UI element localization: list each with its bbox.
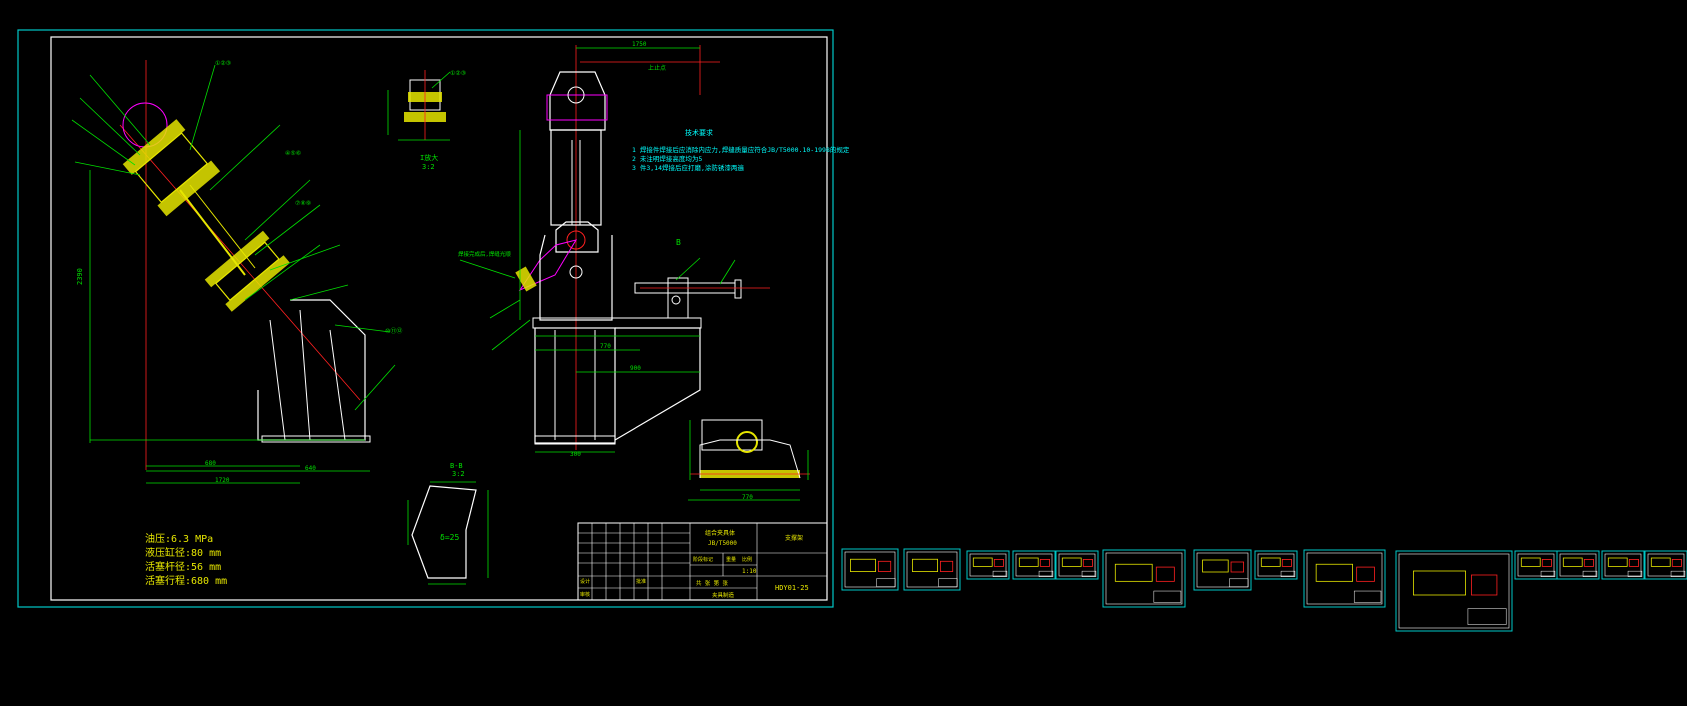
title-drawing-no: HDY01-25	[775, 584, 809, 592]
title-scale: 1:10	[742, 568, 757, 575]
svg-text:1750: 1750	[632, 41, 647, 48]
svg-text:770: 770	[742, 494, 753, 501]
svg-text:900: 900	[630, 365, 641, 372]
svg-text:④⑤⑥: ④⑤⑥	[285, 150, 301, 157]
detail-1-scale: 3:2	[422, 163, 435, 171]
weld-note: 焊接完成后,焊缝光顺	[458, 250, 511, 258]
layout-thumbnail-12[interactable]	[1556, 550, 1600, 580]
layout-thumbnail-7[interactable]	[1193, 549, 1252, 591]
title-check: 审核	[580, 591, 590, 598]
layout-thumbnail-14[interactable]	[1644, 550, 1687, 580]
title-weight: 重量	[726, 556, 736, 563]
tech-req-item-2: 2 未注明焊接高度均为5	[632, 154, 702, 163]
layout-thumbnails	[841, 548, 1687, 632]
sheet-inner-border	[50, 36, 828, 601]
svg-text:680: 680	[205, 460, 216, 467]
spec-rod: 活塞杆径:56 mm	[145, 560, 221, 573]
title-part-name: 组合夹具体	[705, 529, 735, 537]
svg-text:1720: 1720	[215, 477, 230, 484]
svg-text:上止点: 上止点	[648, 64, 666, 72]
layout-thumbnail-10[interactable]	[1395, 550, 1513, 632]
layout-thumbnail-2[interactable]	[903, 548, 961, 591]
front-view-column: 1750 上止点 770 900 300 焊接完成后,焊缝光顺 B	[458, 41, 770, 458]
layout-thumbnail-1[interactable]	[841, 548, 899, 591]
svg-text:⑩⑪⑫: ⑩⑪⑫	[385, 327, 402, 335]
title-designer: 设计	[580, 578, 590, 585]
svg-text:640: 640	[305, 465, 316, 472]
svg-text:770: 770	[600, 343, 611, 350]
title-ratio: 比例	[742, 556, 752, 563]
section-b-scale: 3:2	[452, 470, 465, 478]
title-approve: 批准	[636, 578, 646, 585]
layout-thumbnail-8[interactable]	[1254, 550, 1298, 580]
spec-stroke: 活塞行程:680 mm	[145, 574, 227, 587]
section-b-label: B-B	[450, 462, 463, 470]
sheet-outer-frame	[17, 29, 834, 608]
spec-bore: 液压缸径:80 mm	[145, 546, 221, 559]
title-block: 组合夹具体 JB/T5000 阶段标记 重量 比例 1:10 共 张 第 张 夹…	[577, 522, 828, 601]
title-stage: 阶段标记	[693, 556, 713, 563]
title-quantity: 共 张 第 张	[696, 579, 728, 587]
technical-requirements: 技术要求 1 焊接件焊接后应消除内应力,焊缝质量应符合JB/T5000.10-1…	[632, 128, 850, 172]
layout-thumbnail-13[interactable]	[1601, 550, 1645, 580]
spec-pressure: 油压:6.3 MPa	[145, 532, 213, 545]
layout-thumbnail-6[interactable]	[1102, 549, 1186, 608]
left-view-inclined-assembly: 2390 680 1720 640 ①②③ ④⑤⑥ ⑦⑧⑨ ⑩⑪⑫	[71, 60, 402, 484]
tech-req-item-3: 3 件3,14焊接后应打磨,涂防锈漆两遍	[632, 163, 744, 172]
hydraulic-spec-block: 油压:6.3 MPa 液压缸径:80 mm 活塞杆径:56 mm 活塞行程:68…	[145, 532, 227, 587]
main-drawing-sheet[interactable]: 2390 680 1720 640 ①②③ ④⑤⑥ ⑦⑧⑨ ⑩⑪⑫ 油压:6.3…	[17, 29, 850, 608]
detail-view-1: ①②③ I放大 3:2	[387, 70, 466, 171]
plate-detail: δ=25 B-B 3:2	[407, 462, 489, 585]
svg-text:300: 300	[570, 451, 581, 458]
layout-thumbnail-5[interactable]	[1055, 550, 1099, 580]
svg-text:支撑架: 支撑架	[785, 534, 803, 542]
svg-text:①②③: ①②③	[450, 70, 466, 77]
title-school: 夹具制造	[712, 591, 735, 599]
tech-req-item-1: 1 焊接件焊接后应消除内应力,焊缝质量应符合JB/T5000.10-1998的规…	[632, 145, 850, 154]
plate-thickness: δ=25	[440, 533, 459, 542]
svg-text:2390: 2390	[76, 268, 84, 285]
detail-1-label: I放大	[420, 153, 438, 162]
layout-thumbnail-3[interactable]	[966, 550, 1010, 580]
view-marker-b: B	[676, 238, 681, 247]
layout-thumbnail-4[interactable]	[1012, 550, 1056, 580]
title-standard: JB/T5000	[708, 540, 737, 547]
layout-thumbnail-9[interactable]	[1303, 549, 1386, 608]
svg-text:①②③: ①②③	[215, 60, 231, 67]
tech-req-title: 技术要求	[685, 128, 713, 137]
section-b-b: 770	[688, 419, 810, 501]
svg-text:⑦⑧⑨: ⑦⑧⑨	[295, 200, 311, 207]
